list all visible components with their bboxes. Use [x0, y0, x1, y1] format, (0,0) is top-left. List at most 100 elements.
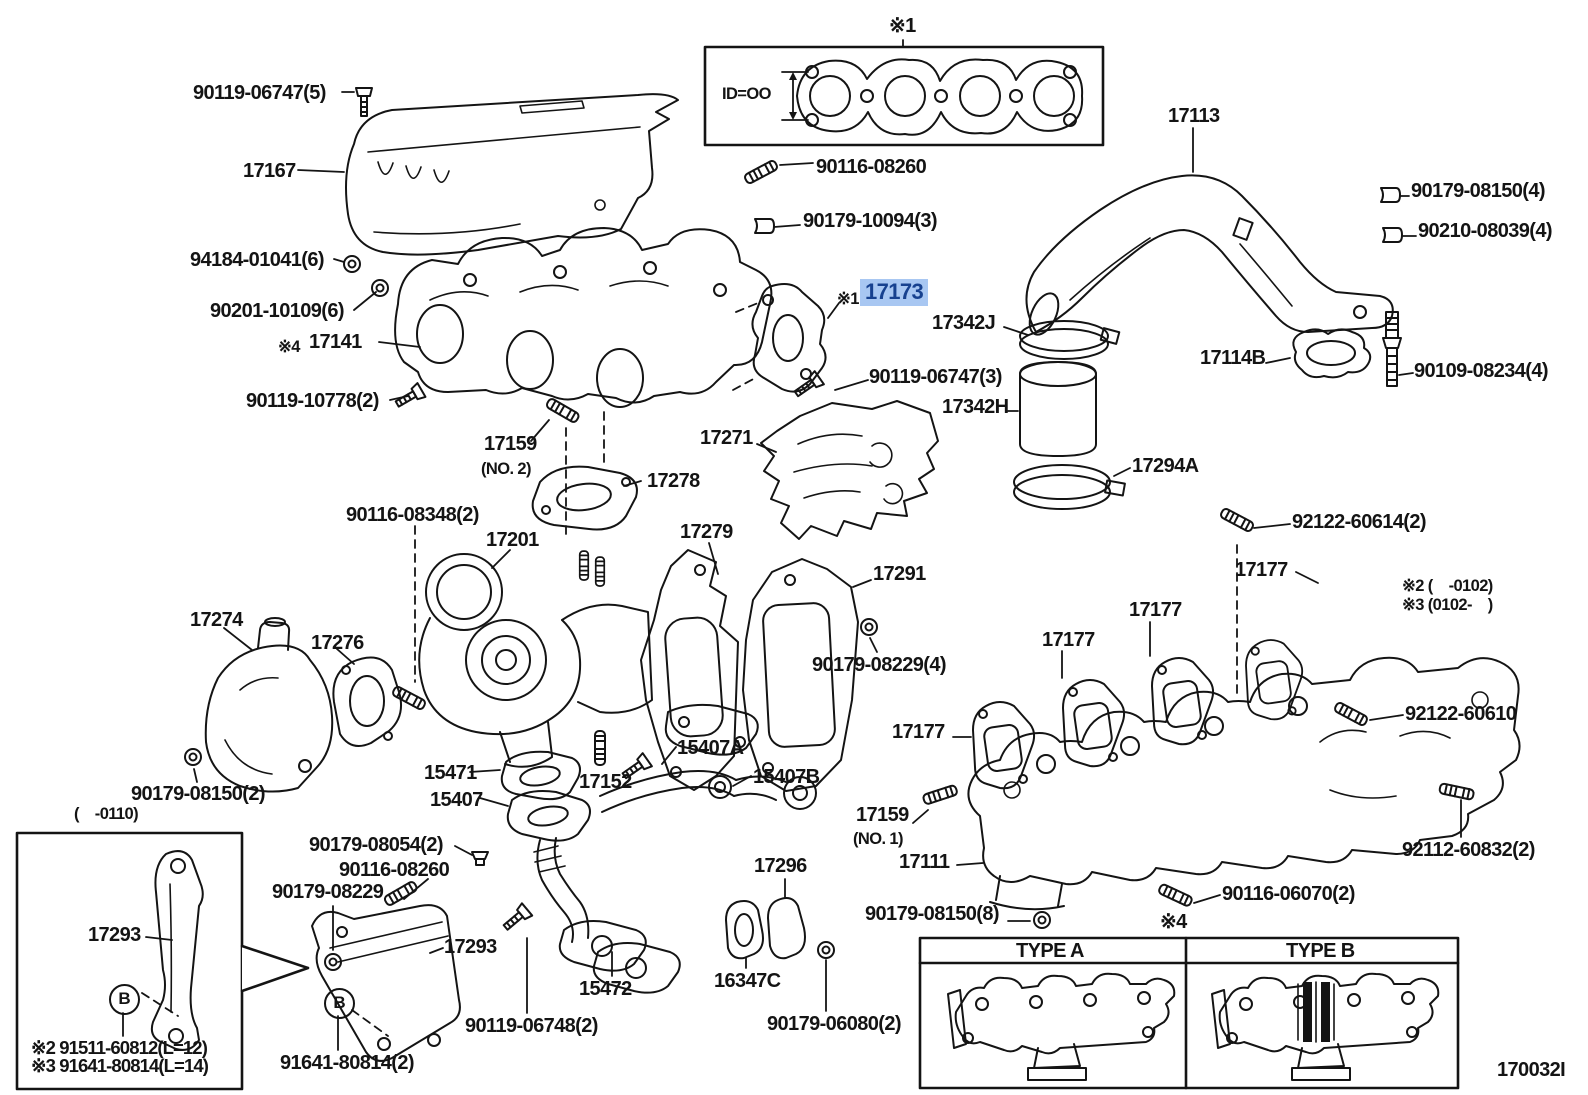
- part-label-17177-2: 17177: [1129, 599, 1182, 621]
- part-label-17173-highlighted[interactable]: 17173: [860, 279, 929, 306]
- type-b-hatch-band: [1297, 981, 1335, 1043]
- part-label-90109-08234: 90109-08234(4): [1414, 360, 1549, 382]
- hose-clamp-stack-drawing: [1013, 320, 1126, 510]
- bracket-17293-drawing: [311, 904, 461, 1062]
- part-label-90119-10778: 90119-10778(2): [246, 390, 379, 412]
- part-label-17279: 17279: [680, 521, 733, 543]
- part-label-17294a: 17294A: [1132, 455, 1199, 477]
- part-label-90179-08150-2: 90179-08150(2): [131, 783, 266, 805]
- part-label-90119-06748: 90119-06748(2): [465, 1015, 598, 1037]
- part-label-15472: 15472: [579, 978, 632, 1000]
- heat-shield-17271-drawing: [760, 400, 939, 540]
- figure-code: 170032I: [1497, 1059, 1566, 1081]
- ref-marker-1-inset: ※1: [889, 15, 916, 37]
- part-label-17113: 17113: [1168, 105, 1220, 127]
- part-label-17291: 17291: [873, 563, 926, 585]
- part-label-90116-08348: 90116-08348(2): [346, 504, 479, 526]
- table-header-type-a: TYPE A: [1016, 940, 1085, 962]
- oil-pipe-assembly-drawing: [500, 703, 817, 994]
- part-label-17293-inset: 17293: [88, 924, 141, 946]
- part-label-94184-01041: 94184-01041(6): [190, 249, 325, 271]
- bracket-17293-inset-drawing: [150, 850, 204, 1051]
- part-label-15407: 15407: [430, 789, 483, 811]
- ref-marker-4-table: ※4: [1160, 911, 1187, 933]
- heat-insulator-17167-drawing: [345, 93, 679, 256]
- part-label-17177-1: 17177: [1235, 559, 1288, 581]
- gasket-17279-drawing: [640, 549, 739, 791]
- part-label-90119-06747-3: 90119-06747(3): [869, 366, 1002, 388]
- part-label-17159-no1-sub: (NO. 1): [853, 830, 903, 848]
- ref-marker-4-17141: ※4: [278, 338, 300, 356]
- part-label-90179-08150-8: 90179-08150(8): [865, 903, 1000, 925]
- part-label-17159-no2: 17159: [484, 433, 537, 455]
- gasket-17177-drawing-3: [1151, 657, 1215, 746]
- leader-lines: [122, 39, 1462, 1051]
- gasket-17173-drawing: [751, 283, 827, 393]
- fastener-icons: [184, 87, 1476, 971]
- part-label-90116-08260-btm: 90116-08260: [339, 859, 450, 881]
- part-label-17296: 17296: [754, 855, 807, 877]
- turbocharger-17201-drawing: [418, 550, 653, 768]
- part-label-90179-08229-4: 90179-08229(4): [812, 654, 947, 676]
- part-label-90210-08039: 90210-08039(4): [1418, 220, 1553, 242]
- part-label-17159-no2-sub: (NO. 2): [481, 460, 531, 478]
- part-label-90116-08260-top: 90116-08260: [816, 156, 927, 178]
- elbow-17274-drawing: [204, 617, 334, 793]
- marker-b-inset: B: [109, 984, 140, 1015]
- inset-frames: [15, 45, 1460, 1091]
- manifold-gasket-inset-drawing: [781, 58, 1084, 136]
- part-label-17111: 17111: [899, 851, 950, 873]
- part-label-17271: 17271: [700, 427, 753, 449]
- note-ref2-91511-60812: ※2 91511-60812(L=12): [31, 1037, 208, 1058]
- part-label-17141: 17141: [309, 331, 362, 353]
- note-ref2-date: ※2 ( -0102): [1402, 577, 1493, 595]
- part-label-17167: 17167: [243, 160, 296, 182]
- part-label-17177-4: 17177: [892, 721, 945, 743]
- part-label-17342j: 17342J: [932, 312, 996, 334]
- gasket-17177-drawing-4: [1245, 639, 1304, 721]
- note-ref3-date: ※3 (0102- ): [1402, 596, 1493, 614]
- part-label-17152: 17152: [579, 771, 632, 793]
- part-label-90179-08054: 90179-08054(2): [309, 834, 444, 856]
- ref-marker-1-17173: ※1: [837, 290, 859, 308]
- part-label-90116-06070: 90116-06070(2): [1222, 883, 1355, 905]
- air-pipe-17113-drawing: [1025, 174, 1394, 336]
- part-label-17278: 17278: [647, 470, 700, 492]
- gasket-id-note: ID=OO: [722, 85, 771, 103]
- part-label-17177-3: 17177: [1042, 629, 1095, 651]
- part-label-90179-06080: 90179-06080(2): [767, 1013, 902, 1035]
- note-date-0110: ( -0110): [74, 805, 139, 823]
- gasket-17291-drawing: [742, 558, 859, 792]
- part-label-17274: 17274: [190, 609, 243, 631]
- part-label-90179-08229-btm: 90179-08229: [272, 881, 384, 903]
- part-label-17342h: 17342H: [942, 396, 1009, 418]
- part-label-92112-60832: 92112-60832(2): [1402, 839, 1535, 861]
- exhaust-manifold-17111-drawing: [967, 656, 1521, 911]
- part-label-15471: 15471: [424, 762, 477, 784]
- part-label-16347c: 16347C: [714, 970, 781, 992]
- gasket-17276-drawing: [332, 656, 402, 747]
- note-ref3-91641-80814: ※3 91641-80814(L=14): [31, 1055, 209, 1076]
- part-label-17276: 17276: [311, 632, 364, 654]
- exhaust-manifold-17141-drawing: [394, 227, 773, 408]
- part-label-17114b: 17114B: [1200, 347, 1266, 369]
- part-label-92122-60614: 92122-60614(2): [1292, 511, 1427, 533]
- part-label-90201-10109: 90201-10109(6): [210, 300, 345, 322]
- part-label-90119-06747-5: 90119-06747(5): [193, 82, 326, 104]
- type-a-manifold-drawing: [947, 972, 1176, 1081]
- part-label-90179-10094: 90179-10094(3): [803, 210, 938, 232]
- part-label-92122-60610: 92122-60610: [1405, 703, 1517, 725]
- gasket-17278-drawing: [531, 465, 638, 531]
- part-label-17201: 17201: [486, 529, 539, 551]
- table-header-type-b: TYPE B: [1286, 940, 1355, 962]
- part-label-17293: 17293: [444, 936, 497, 958]
- dashed-lines: [141, 302, 1238, 1037]
- marker-b: B: [324, 988, 355, 1019]
- gasket-17177-drawing-1: [972, 701, 1036, 790]
- gasket-17114b-drawing: [1292, 328, 1372, 379]
- part-label-15407a: 15407A: [677, 737, 744, 759]
- gaskets-16347c-17296-drawing: [725, 897, 806, 960]
- part-label-17159-no1: 17159: [856, 804, 909, 826]
